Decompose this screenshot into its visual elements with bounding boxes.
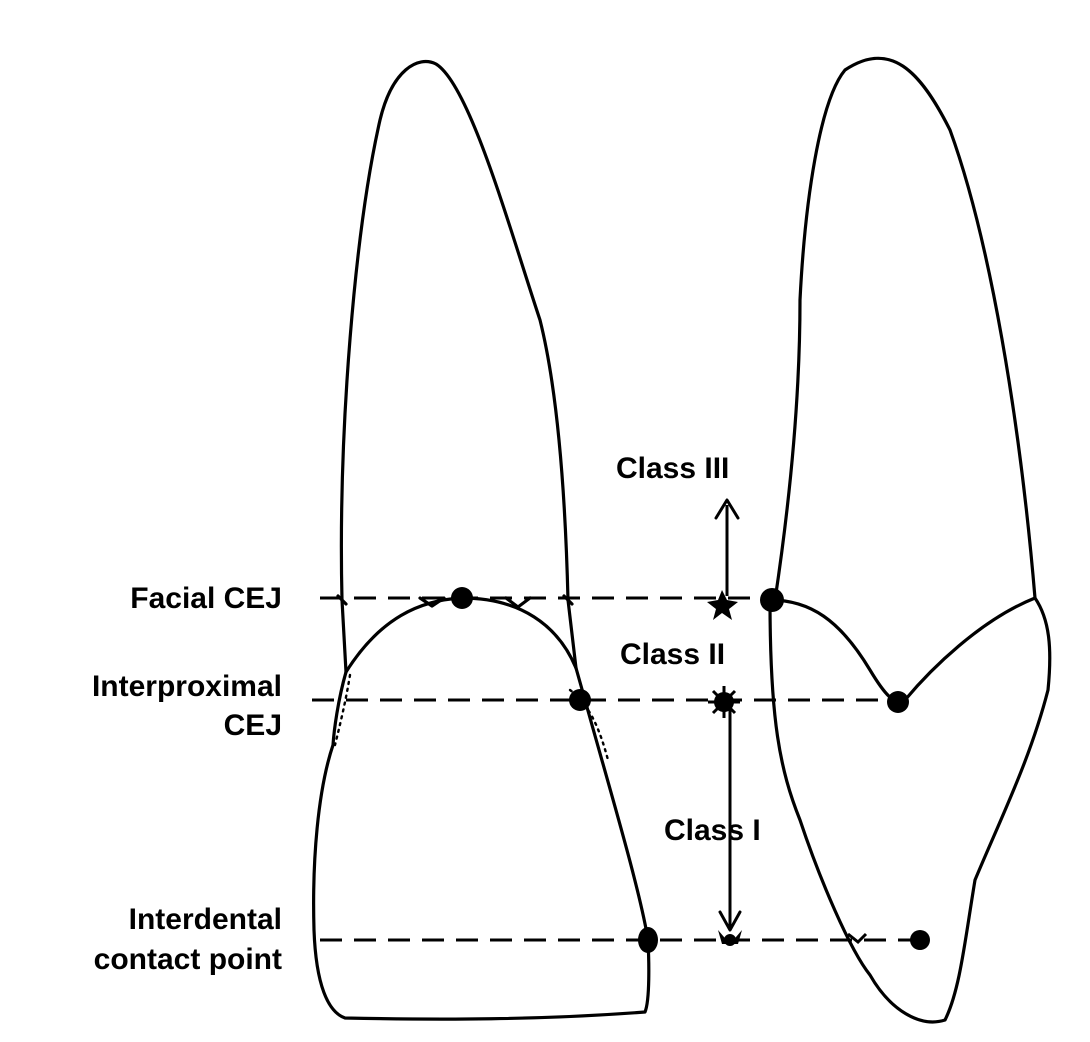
facial-cej-dot-left-tooth [451,587,473,609]
contact-point-dot-right-tooth [910,930,930,950]
contact-point-label-line2: contact point [93,943,282,976]
right-tooth-gingival-margin [768,596,1037,704]
left-tooth-facial-mark-2 [504,596,532,609]
left-tooth-crown-outline [312,670,651,1021]
interproximal-cej-label-line1: Interproximal [91,670,282,703]
contact-point-tick-right-tooth [847,932,868,945]
class-iii-arrow-head [714,498,740,520]
class-i-arrow-head [718,910,742,932]
left-tooth-dotted-cej-left [333,673,352,747]
class-ii-label: Class II [620,638,726,671]
interproximal-cej-dot-right-tooth [887,691,909,713]
interproximal-cej-star-marker [708,686,740,718]
right-tooth-outline [768,56,1052,1024]
class-i-label: Class I [664,814,761,847]
interproximal-cej-dot-left-tooth [569,689,591,711]
interproximal-cej-label-line2: CEJ [223,709,282,742]
left-tooth-root-left-edge [340,598,348,674]
class-iii-label: Class III [616,452,730,485]
facial-cej-label: Facial CEJ [130,582,282,615]
contact-point-dot-left-tooth [638,927,658,953]
facial-cej-dot-right-tooth [760,588,784,612]
contact-point-star-marker [718,930,742,946]
contact-point-label-line1: Interdental [128,903,282,936]
facial-cej-star-marker [707,590,738,620]
left-tooth-root-outline [339,59,570,602]
left-tooth-facial-mark-1 [418,596,446,608]
left-tooth-root-right-edge [566,598,578,670]
left-tooth-gingival-margin [344,596,578,674]
